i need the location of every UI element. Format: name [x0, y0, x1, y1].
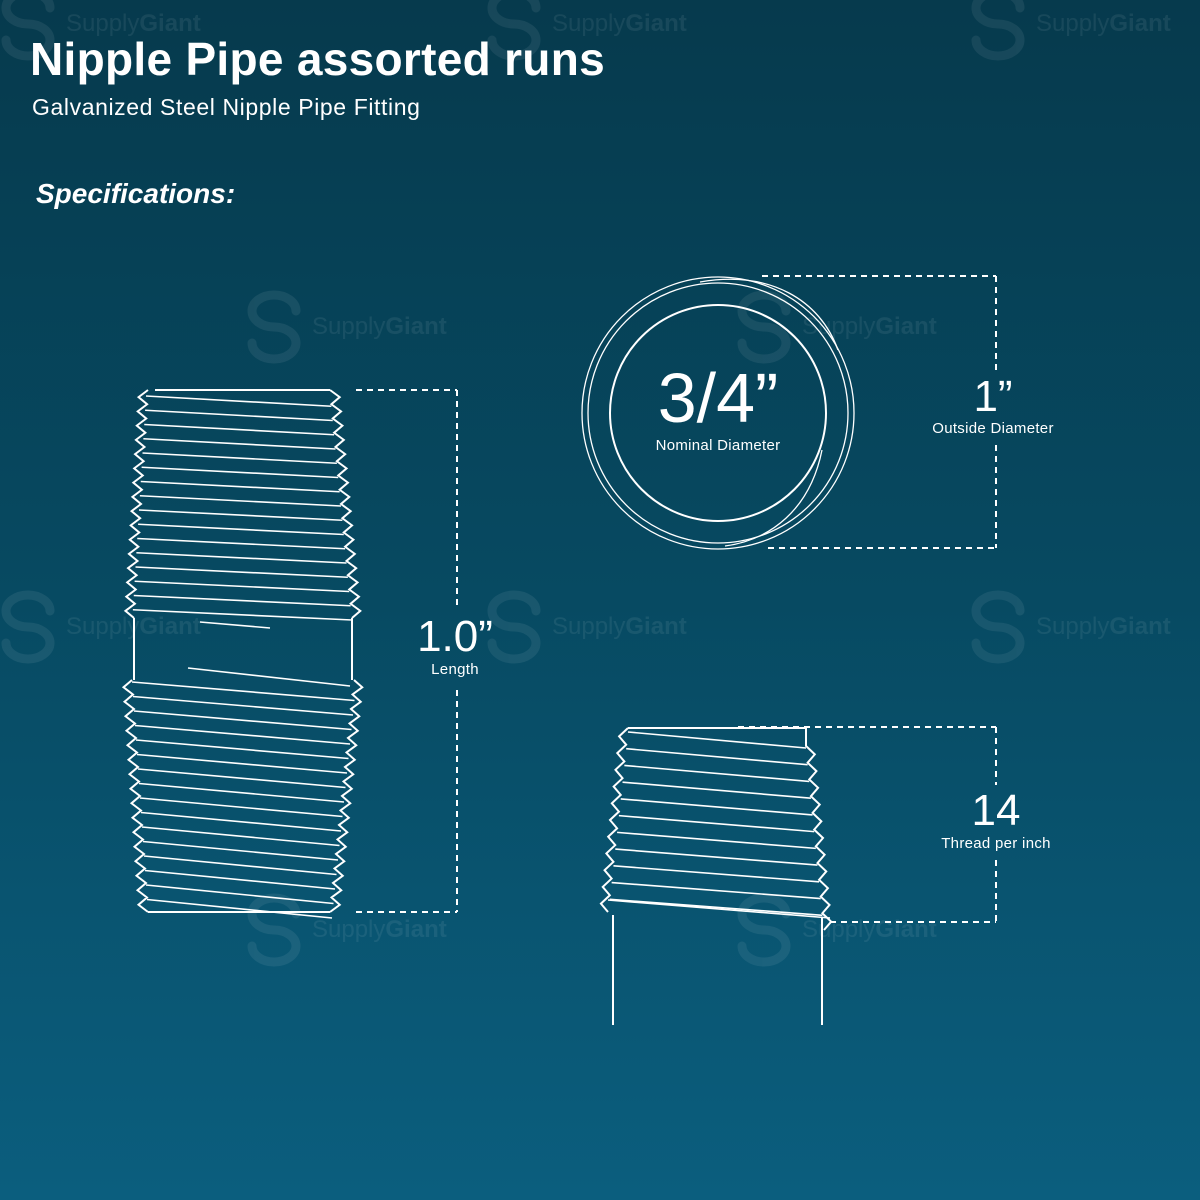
thread-line [620, 798, 813, 816]
dimension-lines [356, 275, 997, 923]
thread-profile-left [123, 389, 149, 619]
nominal-diameter-label: Nominal Diameter [655, 437, 781, 454]
thread-end-line [607, 899, 831, 919]
thread-profile-right [329, 389, 362, 619]
thread-line [146, 898, 333, 919]
thread-line [626, 747, 808, 766]
thread-profile-right [805, 728, 833, 931]
thread-line [618, 814, 815, 833]
thread-line [140, 811, 342, 832]
thread-line [135, 566, 348, 579]
thread-line [622, 781, 811, 799]
second-ring [587, 282, 849, 544]
thread-line [137, 768, 346, 789]
thread-line [627, 731, 807, 749]
thread-line [624, 764, 810, 783]
length-value: 1.0” [417, 612, 493, 661]
thread-end-line [199, 621, 271, 629]
thread-line [136, 753, 348, 774]
thread-line [131, 681, 355, 702]
thread-line [139, 797, 343, 818]
thread-line [135, 739, 349, 760]
page-title: Nipple Pipe assorted runs [30, 33, 605, 85]
pipe-cross-section [581, 276, 855, 550]
thread-arc-bottom [724, 449, 823, 547]
outer-ring [581, 276, 855, 550]
thread-line [134, 724, 351, 745]
inner-ring [609, 304, 827, 522]
thread-line [134, 580, 350, 593]
outside-diameter-value: 1” [973, 372, 1013, 421]
thread-line [142, 840, 339, 861]
thread-line [609, 898, 823, 917]
specifications-heading: Specifications: [36, 178, 236, 209]
thread-line [144, 423, 335, 436]
thread-line [139, 494, 342, 507]
outside-diameter-label: Outside Diameter [932, 420, 1054, 437]
thread-line [138, 523, 344, 536]
page-subtitle: Galvanized Steel Nipple Pipe Fitting [32, 94, 421, 120]
thread-line [138, 782, 345, 803]
thread-arc-top [699, 278, 839, 351]
thread-line [137, 537, 346, 550]
thread-line [615, 848, 818, 866]
thread-profile-right [329, 679, 364, 913]
nipple-pipe-drawing [121, 389, 364, 919]
thread-line [613, 865, 820, 883]
thread-start-line [187, 667, 351, 687]
thread-value: 14 [971, 786, 1021, 835]
thread-line [141, 466, 339, 479]
thread-line [611, 881, 821, 900]
thread-line [136, 551, 347, 564]
nominal-diameter-value: 3/4” [657, 359, 779, 437]
thread-line [132, 695, 354, 716]
thread-line [145, 409, 333, 422]
thread-line [133, 594, 351, 607]
thread-line [138, 509, 343, 522]
thread-line [145, 884, 334, 905]
thread-line [145, 395, 332, 408]
thread-line [617, 831, 816, 850]
length-label: Length [431, 661, 479, 678]
thread-line [143, 437, 336, 450]
thread-line [140, 480, 340, 493]
thread-line [141, 826, 340, 847]
thread-line [143, 855, 337, 876]
thread-profile-left [121, 679, 149, 913]
thread-label: Thread per inch [941, 835, 1051, 852]
thread-line [132, 608, 353, 621]
thread-line [144, 869, 336, 890]
thread-profile-left [599, 727, 629, 913]
thread-detail-drawing [599, 727, 833, 1025]
thread-line [142, 452, 337, 465]
thread-line [133, 710, 352, 731]
